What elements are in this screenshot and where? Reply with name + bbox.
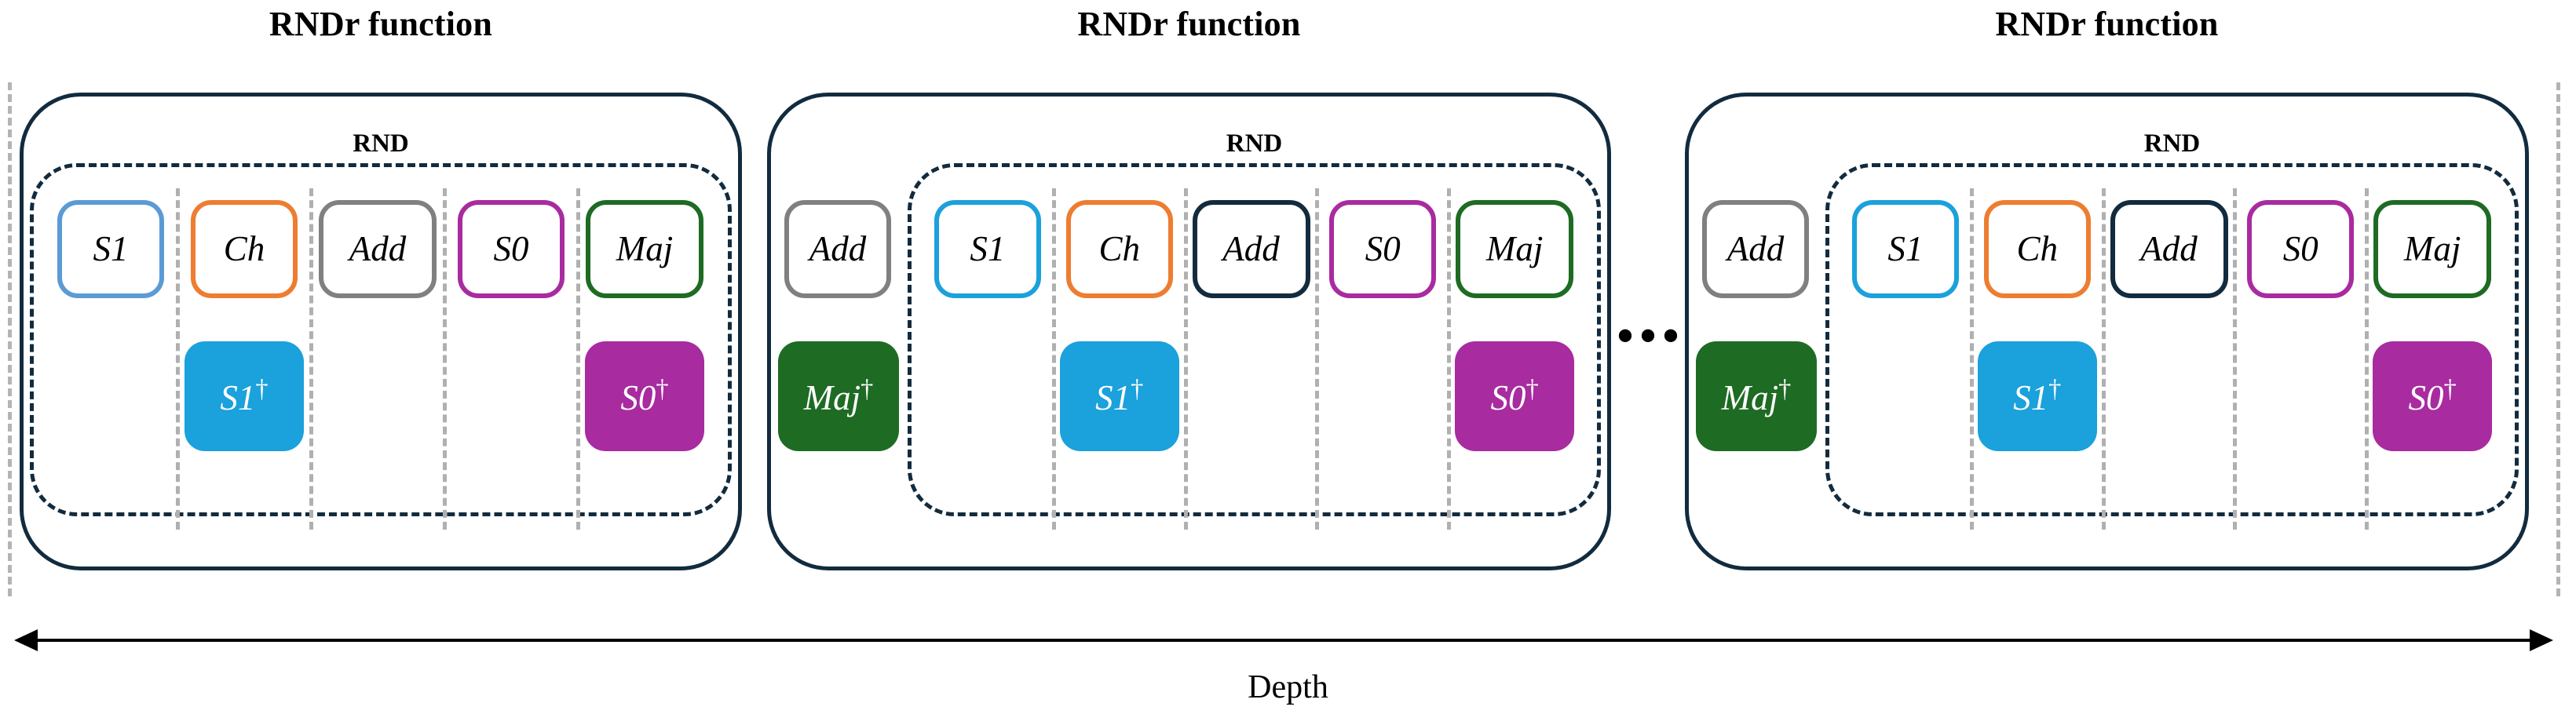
depth-arrow-line (28, 639, 2539, 642)
column-divider-2-1 (1051, 188, 1056, 530)
gate-dagger-3-2[interactable]: S0† (2373, 341, 2493, 451)
gate-label: S1† (2013, 375, 2062, 417)
column-divider-1-4 (576, 188, 580, 530)
gate-1-2[interactable]: Ch (191, 200, 298, 298)
rndr-function-box-3 (1685, 93, 2529, 570)
gate-3-1[interactable]: S1 (1852, 200, 1959, 298)
gate-label: S1 (1887, 229, 1924, 268)
gate-dagger-2-2[interactable]: S0† (1455, 341, 1575, 451)
rnd-label-3: RND (2143, 129, 2201, 158)
gate-1-1[interactable]: S1 (57, 200, 164, 298)
group-title-1: RNDr function (269, 5, 493, 43)
gate-label: Ch (2016, 229, 2058, 268)
rnd-box-3 (1825, 163, 2519, 516)
rndr-function-box-1 (20, 93, 742, 570)
gate-pre-2[interactable]: Add (784, 200, 891, 298)
column-divider-3-1 (1969, 188, 1974, 530)
gate-dagger-1-2[interactable]: S0† (585, 341, 704, 451)
column-divider-1-2 (309, 188, 313, 530)
gate-label: Maj (616, 229, 674, 268)
rnd-label-2: RND (1226, 129, 1283, 158)
gate-label: Add (349, 229, 407, 268)
gate-label: Maj† (1721, 375, 1792, 417)
column-divider-3-3 (2233, 188, 2238, 530)
column-divider-3-4 (2365, 188, 2370, 530)
depth-arrow-head-left (14, 629, 38, 651)
gate-label: S1† (1095, 375, 1144, 417)
column-divider-2-2 (1183, 188, 1188, 530)
gate-label: Add (809, 229, 867, 268)
gate-pre-dagger-3[interactable]: Maj† (1696, 341, 1817, 451)
gate-pre-dagger-2[interactable]: Maj† (778, 341, 899, 451)
gate-label: S0† (1490, 375, 1539, 417)
gate-label: Maj† (803, 375, 874, 417)
gate-label: S0† (620, 375, 669, 417)
edge-guide-line-2 (2556, 82, 2560, 596)
gate-label: Ch (223, 229, 265, 268)
depth-label: Depth (1248, 669, 1328, 705)
gate-2-5[interactable]: Maj (1456, 200, 1574, 298)
edge-guide-line-1 (8, 82, 12, 596)
gate-3-3[interactable]: Add (2110, 200, 2228, 298)
column-divider-2-3 (1315, 188, 1320, 530)
column-divider-2-4 (1447, 188, 1452, 530)
depth-arrow-head-right (2530, 629, 2553, 651)
gate-1-3[interactable]: Add (319, 200, 437, 298)
gate-1-4[interactable]: S0 (458, 200, 565, 298)
gate-label: S0 (493, 229, 529, 268)
gate-dagger-3-1[interactable]: S1† (1977, 341, 2097, 451)
gate-2-1[interactable]: S1 (934, 200, 1041, 298)
rnd-label-1: RND (353, 129, 409, 158)
rndr-function-box-2 (767, 93, 1611, 570)
gate-label: Add (1222, 229, 1280, 268)
column-divider-1-1 (176, 188, 180, 530)
gate-2-3[interactable]: Add (1192, 200, 1310, 298)
gate-3-4[interactable]: S0 (2247, 200, 2355, 298)
rnd-box-2 (908, 163, 1601, 516)
gate-label: Ch (1098, 229, 1140, 268)
gate-dagger-1-1[interactable]: S1† (185, 341, 304, 451)
gate-1-5[interactable]: Maj (586, 200, 703, 298)
gate-3-5[interactable]: Maj (2373, 200, 2492, 298)
group-title-3: RNDr function (1995, 5, 2219, 43)
gate-2-4[interactable]: S0 (1329, 200, 1437, 298)
gate-label: S0† (2408, 375, 2457, 417)
column-divider-1-3 (443, 188, 447, 530)
gate-label: S1 (970, 229, 1006, 268)
gate-2-2[interactable]: Ch (1065, 200, 1173, 298)
column-divider-3-2 (2101, 188, 2106, 530)
gate-label: Add (2140, 229, 2198, 268)
gate-pre-3[interactable]: Add (1702, 200, 1809, 298)
gate-label: S1† (220, 375, 269, 417)
gate-3-2[interactable]: Ch (1983, 200, 2091, 298)
gate-label: S0 (1365, 229, 1401, 268)
gate-label: Maj (1485, 229, 1544, 268)
gate-label: Add (1726, 229, 1785, 268)
ellipsis-separator: ••• (1617, 310, 1686, 362)
group-title-2: RNDr function (1077, 5, 1301, 43)
gate-label: S0 (2282, 229, 2318, 268)
gate-label: Maj (2403, 229, 2461, 268)
gate-dagger-2-1[interactable]: S1† (1059, 341, 1179, 451)
rnd-box-1 (30, 163, 732, 516)
gate-label: S1 (93, 229, 129, 268)
